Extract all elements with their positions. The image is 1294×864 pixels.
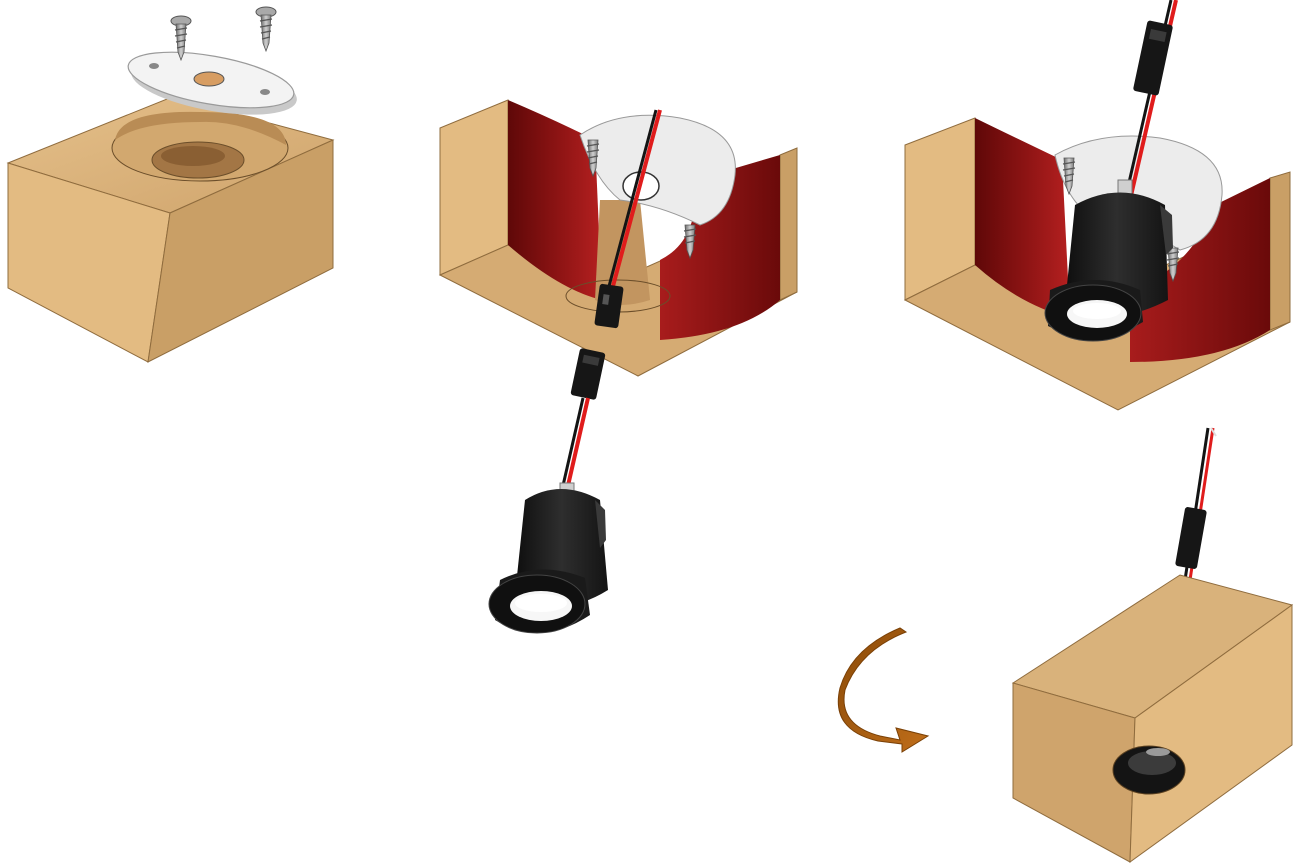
cutaway-right-wall-3 xyxy=(1269,171,1291,331)
cable-red-bottom xyxy=(565,397,590,491)
connector-4 xyxy=(1175,507,1207,569)
cutaway-red-wall-left-3 xyxy=(975,118,1070,318)
recess-inner-shadow xyxy=(161,146,225,166)
step-3-group xyxy=(903,0,1291,411)
plate-screw-hole-left xyxy=(149,63,159,69)
step-4-group xyxy=(837,427,1294,864)
screw-installed-left-3 xyxy=(1062,157,1076,196)
cutaway-left-wall xyxy=(439,99,509,276)
recess-wall xyxy=(115,111,286,145)
cable-black-top xyxy=(606,109,658,291)
wood-block-right xyxy=(147,139,334,363)
step-1-group xyxy=(6,6,335,363)
connector-female xyxy=(594,283,624,329)
screw-installed-right-3 xyxy=(1166,247,1180,283)
cutaway-right-wall xyxy=(779,147,798,301)
spotlight-exploded xyxy=(488,482,608,634)
cable-black-bottom xyxy=(560,397,585,491)
rotate-arrow-icon xyxy=(837,627,930,753)
spotlight-installed xyxy=(1044,179,1173,342)
plate-screw-hole-right xyxy=(260,89,270,95)
cutaway-red-wall-left xyxy=(508,100,602,300)
cutaway-red-wall-right xyxy=(660,155,780,340)
cutaway-red-wall-right-3 xyxy=(1130,178,1270,362)
step-2-group xyxy=(438,99,798,634)
screw-right xyxy=(255,6,277,53)
cable-red-top xyxy=(610,109,662,291)
screw-installed-right xyxy=(683,224,697,260)
plate-center-hole xyxy=(193,71,225,87)
wood-block-flipped-right xyxy=(1129,604,1293,864)
screw-installed-left xyxy=(586,139,600,178)
screw-left xyxy=(170,15,192,62)
